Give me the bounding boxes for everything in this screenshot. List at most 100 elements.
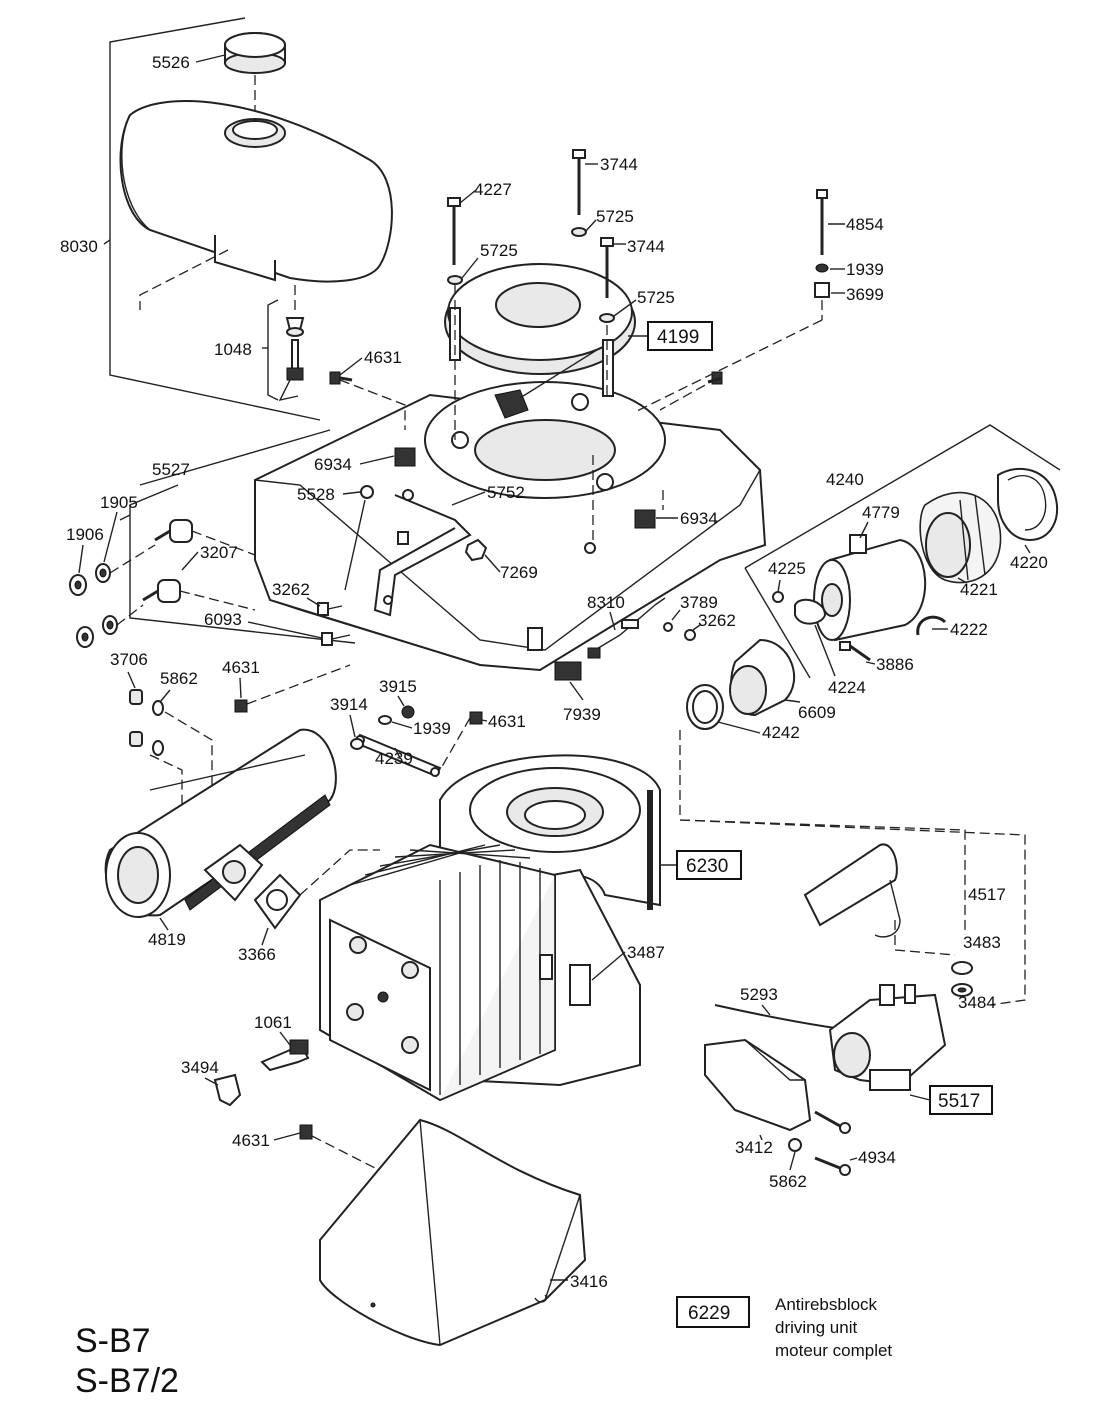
bolt-3744-upper [571,149,587,237]
callout-8030: 8030 [60,237,98,256]
callout-4240: 4240 [826,470,864,489]
clip-6934-left [394,447,416,467]
bolt-4854 [814,189,830,298]
part-3484 [951,983,973,997]
cylinder-block [319,843,641,1102]
plug-cap-3494 [213,1073,242,1107]
boxed-label-6230: 6230 [686,856,728,877]
callout-3207: 3207 [200,543,238,562]
callout-5293: 5293 [740,985,778,1004]
callout-4631-bottom: 4631 [232,1131,270,1150]
callout-6934-left: 6934 [314,455,352,474]
washer-3914 [350,738,364,750]
filter-element-4221 [919,491,1002,584]
elbow-6609 [729,638,795,717]
screw-4225 [772,591,784,603]
callout-4631-top: 4631 [364,348,402,367]
ring-4220 [997,467,1058,542]
callout-4854: 4854 [846,215,884,234]
callout-1939-mid: 1939 [413,719,451,738]
callout-3416: 3416 [570,1272,608,1291]
callout-4819: 4819 [148,930,186,949]
nut-1906-upper [69,574,87,596]
connector-7939 [554,661,582,681]
clip-6934-right [634,509,656,529]
gasket-3366 [253,873,302,930]
callout-1906: 1906 [66,525,104,544]
callout-4631-mid-left: 4631 [222,658,260,677]
callout-4779: 4779 [862,503,900,522]
boxed-label-5517: 5517 [938,1091,980,1112]
callout-1905: 1905 [100,493,138,512]
screw-top-right [707,371,723,385]
nut-5528 [360,485,374,499]
callout-3412: 3412 [735,1138,773,1157]
callout-5527: 5527 [152,460,190,479]
clamp-4242 [686,684,724,730]
callout-5725-b: 5725 [480,241,518,260]
callout-3706: 3706 [110,650,148,669]
callout-1048: 1048 [214,340,252,359]
screw-3262-left [317,602,343,616]
callout-4224: 4224 [828,678,866,697]
washer-1905-upper [95,563,111,583]
callout-3914: 3914 [330,695,368,714]
throttle-cable-5293 [714,1004,851,1031]
spark-plug-1061 [260,1039,310,1072]
model-code-2: S-B7/2 [75,1362,179,1400]
stud-3706-lower [129,731,143,747]
washer-5862-upper [152,700,164,716]
bolt-3744-lower [599,237,615,323]
callout-4517: 4517 [968,885,1006,904]
screw-6093 [321,632,351,646]
callout-5862-left: 5862 [160,669,198,688]
callout-5752: 5752 [487,483,525,502]
intake-manifold-3412 [704,1038,812,1132]
callout-4220: 4220 [1010,553,1048,572]
screw-4631-top [329,371,353,385]
boxed-label-4199: 4199 [657,327,699,348]
boxed-label-6229: 6229 [688,1303,730,1324]
part-3483 [951,961,973,975]
nut-3915 [401,705,415,719]
bolt-4227 [447,197,463,285]
callout-4631-mid-right: 4631 [488,712,526,731]
screw-3886 [839,641,871,662]
carburetor-5517 [828,984,947,1091]
callout-4222: 4222 [950,620,988,639]
fuel-tank-group [103,17,393,421]
screw-3262-right [684,629,696,641]
callout-3484: 3484 [958,993,996,1012]
callout-3744-lower: 3744 [627,237,665,256]
model-code-1: S-B7 [75,1322,151,1360]
callout-labels: 5526 8030 1048 3744 4227 5725 5725 3744 … [60,53,1048,1291]
washer-5862-lower-right [788,1138,802,1152]
screw-4631-mid-right [439,711,483,771]
callout-5526: 5526 [152,53,190,72]
screw-4631-bottom [299,1124,376,1169]
clamp-4224 [794,598,827,625]
callout-4934: 4934 [858,1148,896,1167]
callout-4227: 4227 [474,180,512,199]
callout-3744-upper: 3744 [600,155,638,174]
legend-line-english: driving unit [775,1318,858,1337]
screw-bracket [397,531,409,545]
boxed-ref-6230: 6230 [660,850,742,880]
exhaust-flange [203,843,264,902]
clamp-4222 [916,615,947,636]
spacer-3207-lower [142,579,181,603]
filler-cap-5526 [224,32,286,74]
cylinder-cover-3416 [319,1118,587,1347]
air-filter-group-4240 [686,424,1061,730]
intake-cover-4199 [444,263,636,419]
stud-3706-upper [129,689,143,705]
legend-line-french: moteur complet [775,1341,893,1360]
muffler-4819 [104,728,337,918]
callout-3915: 3915 [379,677,417,696]
callout-3262-right: 3262 [698,611,736,630]
callout-3494: 3494 [181,1058,219,1077]
callout-1061: 1061 [254,1013,292,1032]
callout-4221: 4221 [960,580,998,599]
washer-1905-lower [102,615,118,635]
